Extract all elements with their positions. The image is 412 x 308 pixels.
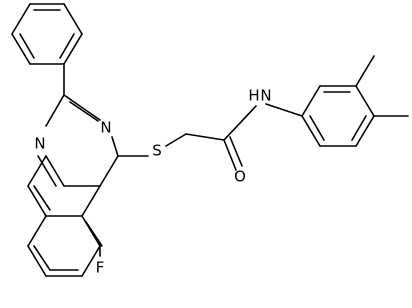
carbonyl-bond <box>223 139 237 171</box>
atom-n1: N <box>34 135 45 153</box>
dimethylphenyl-ring <box>301 85 375 147</box>
methyl-bond-1 <box>355 55 375 87</box>
n-aryl-bond <box>265 103 303 117</box>
atom-n3: N <box>100 119 111 137</box>
ch2-carbonyl-bond <box>185 133 225 141</box>
atom-o: O <box>234 168 246 186</box>
carbonyl-n-bond <box>223 105 257 141</box>
atom-n-amide: N <box>260 87 271 105</box>
atom-f: F <box>96 259 105 277</box>
pyrimidine-ring <box>37 94 119 187</box>
carbonyl-bond-2 <box>229 136 243 167</box>
atom-h: H <box>248 87 259 105</box>
benzo-ring <box>27 155 103 277</box>
atom-s: S <box>152 142 162 160</box>
phenyl-ring <box>11 3 83 65</box>
s-ch2-bond <box>165 133 187 147</box>
